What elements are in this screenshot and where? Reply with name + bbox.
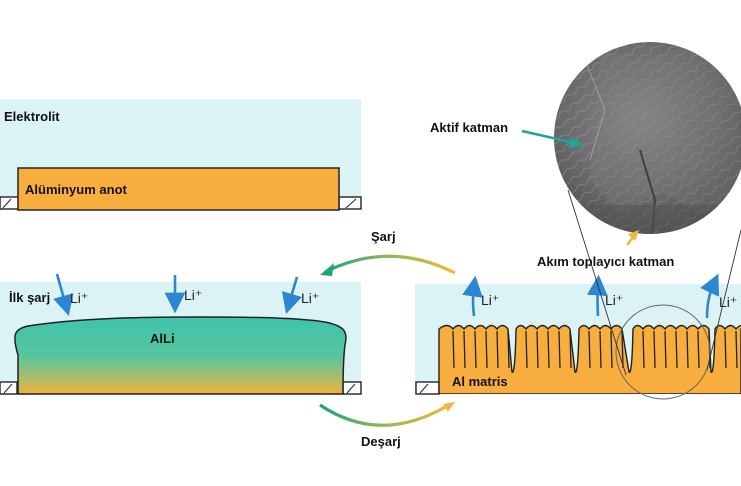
electrolyte-label: Elektrolit <box>4 109 60 124</box>
hatch-mark <box>346 383 356 394</box>
active-layer-pointer <box>521 129 576 145</box>
zoom-guide-line <box>706 229 741 371</box>
anode-label: Alüminyum anot <box>25 182 128 197</box>
alli-label: AlLi <box>150 331 175 346</box>
li-ion-label: Li⁺ <box>481 292 499 308</box>
cycled-anode-panel: Al matris Li⁺ Li⁺ Li⁺ <box>415 189 741 400</box>
pore-lines <box>452 330 738 369</box>
current-collector-left <box>0 196 20 210</box>
al-matrix-label: Al matris <box>452 374 508 389</box>
li-ion-label: Li⁺ <box>301 290 319 306</box>
li-ion-arrow-up <box>700 273 720 319</box>
hatch-mark <box>345 198 357 209</box>
arrowhead-icon <box>320 263 334 276</box>
sem-image-inset: Aktif katman Akım toplayıcı katman <box>430 42 741 269</box>
current-collector-label: Akım toplayıcı katman <box>537 254 674 269</box>
zoom-guide-line <box>567 189 627 376</box>
li-ion-label: Li⁺ <box>70 290 88 306</box>
hatch-mark <box>2 198 12 209</box>
li-ion-arrow-up <box>462 275 483 317</box>
magnification-circle <box>615 304 711 400</box>
top-panel: Elektrolit Alüminyum anot <box>0 99 362 211</box>
first-charge-panel: AlLi İlk şarj Li⁺ Li⁺ Li⁺ <box>0 273 362 395</box>
active-layer-label: Aktif katman <box>430 120 508 135</box>
arrowhead-icon <box>443 402 455 412</box>
li-ion-label: Li⁺ <box>184 287 202 303</box>
hatch-mark <box>419 383 429 394</box>
current-collector-right <box>338 196 362 210</box>
li-ion-label: Li⁺ <box>605 292 623 308</box>
discharge-label: Deşarj <box>361 434 401 449</box>
alli-alloy <box>14 316 347 395</box>
aluminum-anode <box>17 167 340 211</box>
current-collector-left <box>415 381 440 395</box>
discharge-cycle-arrow: Deşarj <box>319 402 455 449</box>
li-ion-label: Li⁺ <box>719 294 737 310</box>
li-ion-arrow-up <box>586 274 608 317</box>
first-charge-label: İlk şarj <box>9 290 50 305</box>
hatch-mark <box>3 383 13 394</box>
charge-cycle-arrow: Şarj <box>320 229 456 276</box>
li-ion-arrow-down <box>281 276 302 314</box>
charge-label: Şarj <box>371 229 396 244</box>
li-ion-arrow-down <box>53 273 74 317</box>
arrowhead-icon <box>569 137 584 148</box>
arrowhead-icon <box>628 230 639 241</box>
